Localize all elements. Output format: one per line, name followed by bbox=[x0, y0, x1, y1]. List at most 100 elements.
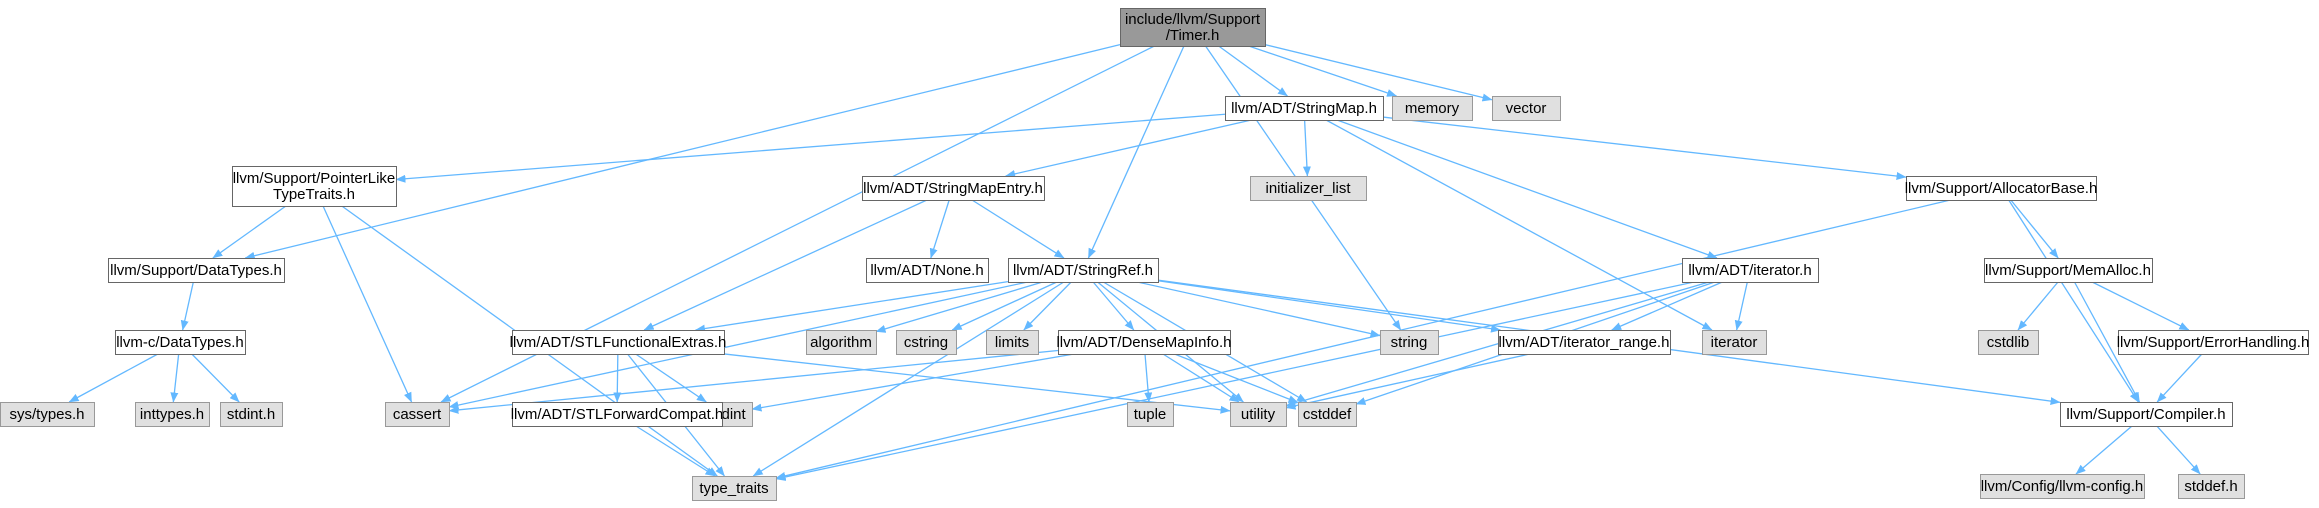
node-type_traits[interactable]: type_traits bbox=[692, 476, 777, 501]
node-box-stlfunctional bbox=[512, 330, 725, 355]
node-label-inttypes: inttypes.h bbox=[140, 406, 204, 423]
node-box-utility bbox=[1230, 402, 1287, 427]
node-label-timer-0: include/llvm/Support bbox=[1125, 11, 1261, 28]
edge-allocatorbase-to-memalloc bbox=[2010, 199, 2059, 259]
node-iterator[interactable]: iterator bbox=[1702, 330, 1767, 355]
edge-pointerlike-to-cassert bbox=[322, 205, 413, 403]
node-label-stringmap: llvm/ADT/StringMap.h bbox=[1231, 100, 1377, 117]
node-utility[interactable]: utility bbox=[1230, 402, 1287, 427]
node-box-algorithm bbox=[806, 330, 877, 355]
node-cassert[interactable]: cassert bbox=[385, 402, 450, 427]
node-label-stdint: stdint.h bbox=[227, 406, 275, 423]
node-box-stdint bbox=[220, 402, 283, 427]
node-box-stringmapentry bbox=[862, 176, 1045, 201]
edge-stringmapentry-to-stringref bbox=[971, 199, 1065, 259]
node-stlforward[interactable]: llvm/ADT/STLForwardCompat.h bbox=[511, 402, 724, 427]
node-label-type_traits: type_traits bbox=[699, 480, 768, 497]
node-compiler[interactable]: llvm/Support/Compiler.h bbox=[2060, 402, 2233, 427]
edge-stringref-to-iterator_range bbox=[1157, 280, 1501, 333]
edge-stringref-to-cassert bbox=[448, 281, 1028, 409]
node-inttypes[interactable]: inttypes.h bbox=[135, 402, 210, 427]
edge-timer-to-stringmap bbox=[1218, 45, 1288, 97]
node-box-none bbox=[866, 258, 989, 283]
edge-stringmap-to-initializer_list bbox=[1302, 119, 1311, 177]
node-label-errorhandling: llvm/Support/ErrorHandling.h bbox=[2117, 334, 2310, 351]
node-initializer_list[interactable]: initializer_list bbox=[1250, 176, 1367, 201]
node-stringmap[interactable]: llvm/ADT/StringMap.h bbox=[1225, 96, 1384, 121]
node-stdint[interactable]: stdint.h bbox=[220, 402, 283, 427]
node-memory[interactable]: memory bbox=[1392, 96, 1473, 121]
node-iterator_h[interactable]: llvm/ADT/iterator.h bbox=[1682, 258, 1819, 283]
node-timer: include/llvm/Support/Timer.h bbox=[1120, 8, 1266, 47]
node-box-inttypes bbox=[135, 402, 210, 427]
node-limits[interactable]: limits bbox=[986, 330, 1039, 355]
node-box-llvm_config bbox=[1980, 474, 2145, 499]
node-label-stddef: stddef.h bbox=[2184, 478, 2237, 495]
node-stringref[interactable]: llvm/ADT/StringRef.h bbox=[1008, 258, 1159, 283]
node-errorhandling[interactable]: llvm/Support/ErrorHandling.h bbox=[2117, 330, 2310, 355]
edge-iterator_h-to-iterator bbox=[1734, 281, 1748, 331]
node-label-iterator_range: llvm/ADT/iterator_range.h bbox=[1499, 334, 1670, 351]
edge-densemapinfo-to-cstdint bbox=[751, 353, 1075, 412]
node-box-limits bbox=[986, 330, 1039, 355]
node-none[interactable]: llvm/ADT/None.h bbox=[866, 258, 989, 283]
node-box-iterator_range bbox=[1498, 330, 1671, 355]
node-label-sys_types: sys/types.h bbox=[9, 406, 84, 423]
node-box-allocatorbase bbox=[1906, 176, 2097, 201]
node-label-pointerlike-1: TypeTraits.h bbox=[273, 186, 355, 203]
edge-datatypes_c-to-inttypes bbox=[170, 353, 180, 403]
node-box-memory bbox=[1392, 96, 1473, 121]
edge-timer-to-datatypes_support bbox=[244, 44, 1121, 260]
edge-compiler-to-stddef bbox=[2156, 425, 2201, 475]
node-box-iterator bbox=[1702, 330, 1767, 355]
node-box-type_traits bbox=[692, 476, 777, 501]
node-string[interactable]: string bbox=[1380, 330, 1439, 355]
node-tuple[interactable]: tuple bbox=[1127, 402, 1174, 427]
node-cstddef[interactable]: cstddef bbox=[1298, 402, 1357, 427]
node-label-string: string bbox=[1391, 334, 1428, 351]
node-label-cstddef: cstddef bbox=[1303, 406, 1352, 423]
node-stringmapentry[interactable]: llvm/ADT/StringMapEntry.h bbox=[862, 176, 1045, 201]
node-datatypes_c[interactable]: llvm-c/DataTypes.h bbox=[115, 330, 246, 355]
node-box-stlforward bbox=[512, 402, 723, 427]
edge-stringref-to-type_traits bbox=[752, 281, 1065, 477]
node-label-iterator_h: llvm/ADT/iterator.h bbox=[1688, 262, 1811, 279]
node-allocatorbase[interactable]: llvm/Support/AllocatorBase.h bbox=[1905, 176, 2098, 201]
node-label-memory: memory bbox=[1405, 100, 1460, 117]
node-stlfunctional[interactable]: llvm/ADT/STLFunctionalExtras.h bbox=[510, 330, 727, 355]
node-box-pointerlike bbox=[232, 166, 397, 207]
edge-stringref-to-limits bbox=[1023, 281, 1072, 331]
node-box-cstring bbox=[896, 330, 957, 355]
edge-datatypes_support-to-datatypes_c bbox=[180, 281, 194, 331]
node-label-densemapinfo: llvm/ADT/DenseMapInfo.h bbox=[1056, 334, 1231, 351]
node-datatypes_support[interactable]: llvm/Support/DataTypes.h bbox=[108, 258, 285, 283]
node-stddef[interactable]: stddef.h bbox=[2178, 474, 2245, 499]
node-box-datatypes_support bbox=[108, 258, 285, 283]
edge-stringmapentry-to-none bbox=[929, 199, 950, 259]
node-label-iterator: iterator bbox=[1711, 334, 1758, 351]
edge-stringmapentry-to-stlfunctional bbox=[643, 199, 928, 331]
edge-densemapinfo-to-cstddef bbox=[1174, 353, 1299, 404]
node-label-llvm_config: llvm/Config/llvm-config.h bbox=[1981, 478, 2144, 495]
node-densemapinfo[interactable]: llvm/ADT/DenseMapInfo.h bbox=[1056, 330, 1232, 355]
node-sys_types[interactable]: sys/types.h bbox=[0, 402, 95, 427]
edge-stringmap-to-allocatorbase bbox=[1382, 116, 1907, 180]
edge-stringmap-to-iterator bbox=[1325, 119, 1713, 331]
node-llvm_config[interactable]: llvm/Config/llvm-config.h bbox=[1980, 474, 2145, 499]
node-cstring[interactable]: cstring bbox=[896, 330, 957, 355]
node-label-stlforward: llvm/ADT/STLForwardCompat.h bbox=[511, 406, 724, 423]
edge-iterator_range-to-utility bbox=[1285, 353, 1530, 410]
node-label-algorithm: algorithm bbox=[810, 334, 872, 351]
node-label-datatypes_support: llvm/Support/DataTypes.h bbox=[110, 262, 282, 279]
edges-layer bbox=[68, 43, 2203, 481]
node-cstdlib[interactable]: cstdlib bbox=[1978, 330, 2039, 355]
edge-datatypes_c-to-sys_types bbox=[68, 353, 159, 403]
edge-stringref-to-stlfunctional bbox=[695, 280, 1009, 333]
node-memalloc[interactable]: llvm/Support/MemAlloc.h bbox=[1984, 258, 2153, 283]
node-box-cassert bbox=[385, 402, 450, 427]
node-box-stringmap bbox=[1225, 96, 1384, 121]
node-iterator_range[interactable]: llvm/ADT/iterator_range.h bbox=[1498, 330, 1671, 355]
node-algorithm[interactable]: algorithm bbox=[806, 330, 877, 355]
node-vector[interactable]: vector bbox=[1492, 96, 1561, 121]
